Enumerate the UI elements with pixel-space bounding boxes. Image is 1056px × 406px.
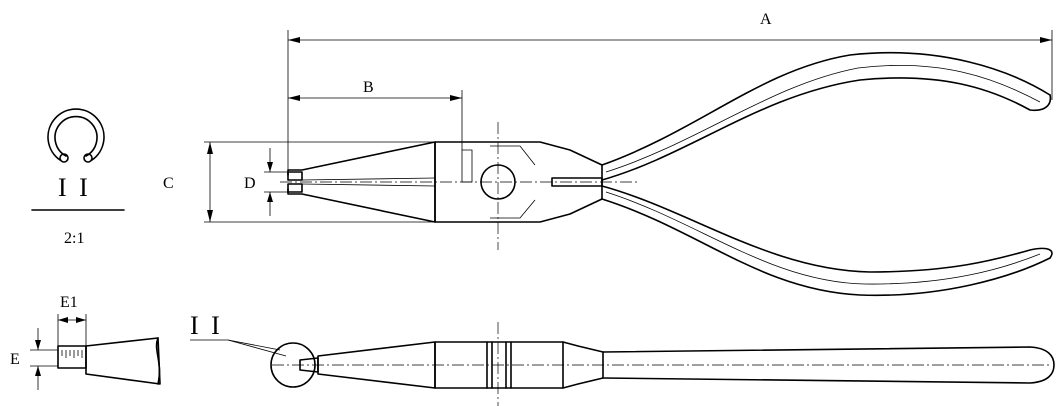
upper-handle-inner — [601, 77, 1052, 181]
lower-jaw — [287, 181, 436, 223]
jaw-tip-upper — [287, 171, 303, 181]
dim-a-arrow-right — [1040, 37, 1052, 43]
dim-e-label: E — [10, 351, 20, 368]
detail-leader-1 — [227, 339, 287, 357]
upper-handle-outer — [601, 51, 1051, 166]
dim-a-label: A — [760, 11, 772, 28]
dim-d-arrow-bottom — [267, 192, 273, 202]
jaw-tip-lower — [287, 183, 303, 193]
spring-slot — [551, 177, 603, 187]
dim-c-label: C — [163, 175, 174, 192]
dim-b-arrow-right — [450, 95, 462, 101]
dim-e-arrow-bottom — [35, 366, 41, 376]
tip-detail-body — [85, 337, 161, 385]
side-joint-collar — [562, 341, 604, 389]
dim-e1-label: E1 — [60, 294, 78, 311]
upper-handle-grip-line — [605, 65, 1041, 173]
lower-handle-outer — [601, 198, 1051, 297]
dim-b-arrow-left — [288, 95, 300, 101]
dim-d-label: D — [244, 175, 256, 192]
detail-ii-circlip-view: I I 2:1 — [31, 108, 125, 247]
lower-handle-grip-line — [605, 191, 1041, 285]
detail-ref-label: I I — [190, 311, 223, 340]
dim-d-arrow-top — [267, 162, 273, 172]
pivot-rivet — [480, 164, 516, 200]
side-handle-taper — [577, 345, 604, 385]
dim-b-label: B — [363, 79, 374, 96]
scale-label: 2:1 — [64, 230, 84, 247]
joint-notch-lower-2 — [490, 199, 536, 219]
joint-notch-upper — [461, 149, 473, 183]
dim-a-arrow-left — [288, 37, 300, 43]
side-joint — [434, 341, 564, 389]
tip-detail-pin — [57, 345, 87, 369]
joint-notch-lower — [490, 145, 536, 166]
circlip-eye-left — [59, 153, 69, 163]
circlip-eye-right — [83, 153, 93, 163]
circlip-outer — [47, 108, 105, 161]
jaw-gap-line-2 — [301, 183, 436, 187]
tip-detail-end — [155, 337, 161, 385]
lower-handle-inner — [601, 185, 1053, 273]
side-handle — [602, 346, 1055, 384]
pliers-side-view: I I — [190, 311, 1055, 406]
detail-circle — [270, 342, 316, 388]
tip-detail-e: E1 E — [10, 294, 161, 390]
pliers-top-view: A B C D — [163, 11, 1053, 297]
dim-e1-arrow-left — [58, 317, 68, 323]
detail-label: I I — [58, 173, 91, 202]
upper-jaw — [287, 141, 436, 183]
dim-e1-arrow-right — [76, 317, 86, 323]
tip-detail-hatching — [61, 350, 83, 358]
circlip-inner — [54, 115, 98, 157]
jaw-gap-line-1 — [301, 177, 436, 181]
detail-leader-2 — [227, 339, 281, 351]
dim-c-arrow-top — [207, 142, 213, 154]
joint-body — [434, 141, 603, 223]
dim-c-arrow-bottom — [207, 210, 213, 222]
dim-e-arrow-top — [35, 340, 41, 350]
